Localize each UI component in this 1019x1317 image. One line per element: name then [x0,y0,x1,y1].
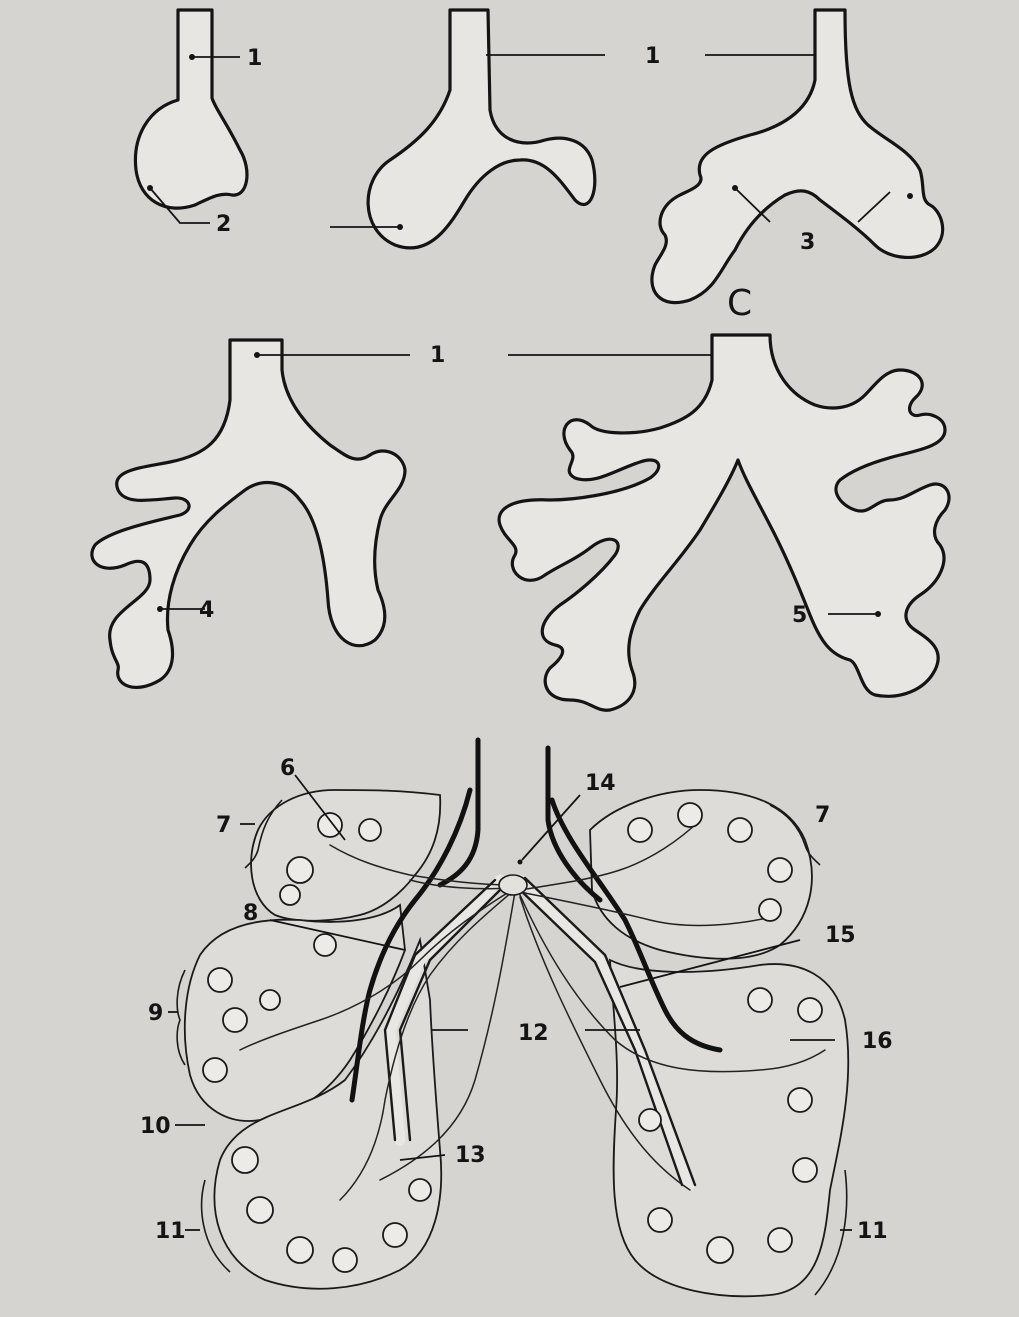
label-1-trachea-b: 1 [645,44,660,69]
bud-outline-a [135,10,247,208]
label-2-lung-bud: 2 [216,212,231,237]
label-6-bronchiole: 6 [280,756,295,781]
label-7-upper-lobe-right: 7 [815,803,830,828]
bud-outline-e [499,335,949,710]
label-1-trachea-a: 1 [247,46,262,71]
carina-cartilage [499,875,527,895]
label-11-lower-lobe-right: 11 [857,1219,888,1244]
stage-bronchial-tree: 6 7 7 8 9 10 11 11 12 13 14 15 16 [140,740,893,1296]
label-stage-c: C [727,283,752,324]
trachea-wall-left [440,740,478,885]
stage-single-bud: 1 2 [135,10,262,237]
label-7-upper-lobe-left: 7 [216,813,231,838]
label-15-lobar-bronchus: 15 [825,923,856,948]
label-14-carina: 14 [585,771,616,796]
label-5-subsegmental-bud: 5 [792,603,807,628]
label-10-pleura: 10 [140,1114,171,1139]
stage-branching: 5 [499,335,949,710]
bud-outline-d [92,340,405,687]
stage-lobar-buds: 3 C [652,10,943,324]
label-1-trachea-c: 1 [430,343,445,368]
label-3-lobar-bud: 3 [800,230,815,255]
label-4-segmental-bud: 4 [199,598,214,623]
label-13-terminal-bud: 13 [455,1143,486,1168]
label-9-middle-lobe: 9 [148,1001,163,1026]
bud-outline-b [368,10,595,248]
label-16-segment: 16 [862,1029,893,1054]
label-8-pulmonary-artery: 8 [243,901,258,926]
label-11-lower-lobe-left: 11 [155,1219,186,1244]
label-12-bronchial-vessel: 12 [518,1021,549,1046]
bud-outline-c [652,10,943,303]
